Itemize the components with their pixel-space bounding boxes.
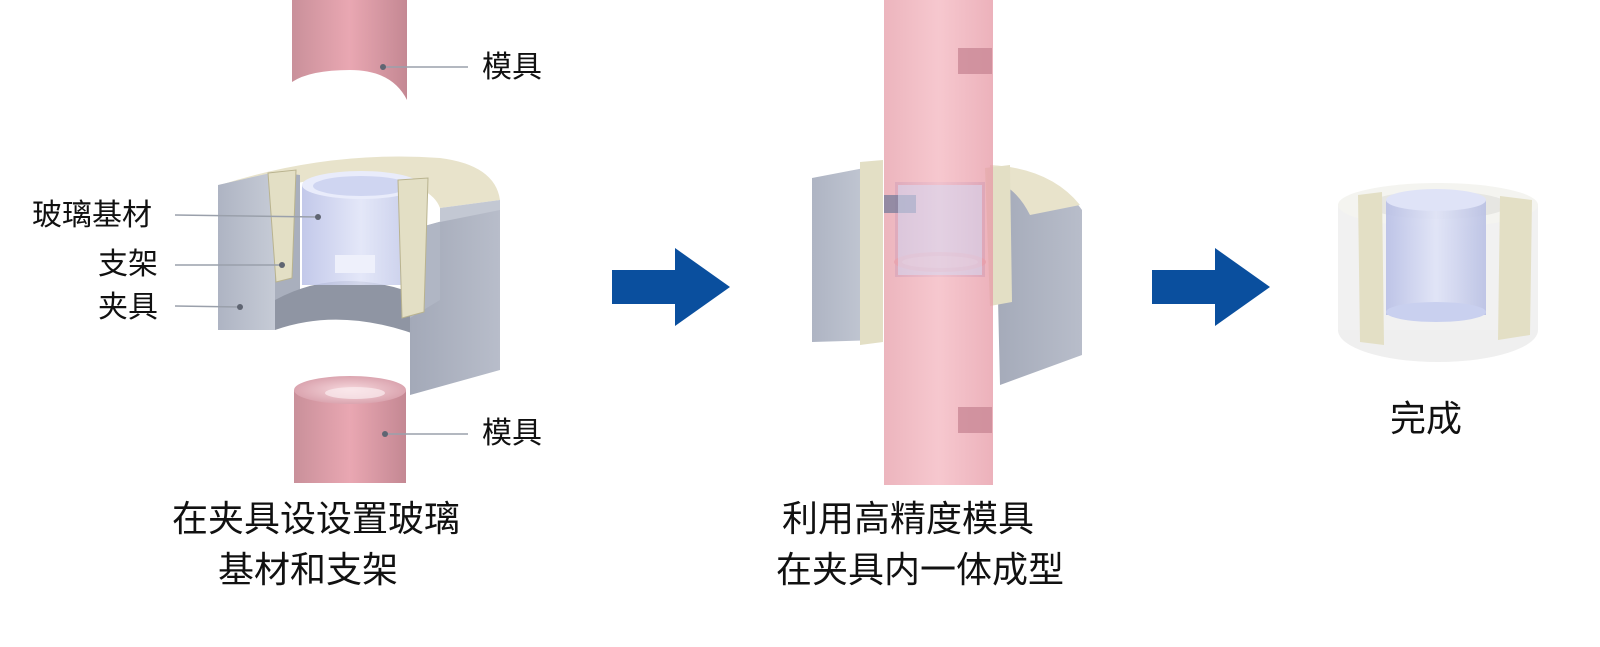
stage-2-caption-line-1: 利用高精度模具	[782, 499, 1035, 540]
label-fixture: 夹具	[98, 290, 158, 325]
stage-1-caption-line-1: 在夹具设设置玻璃	[172, 499, 461, 540]
label-glass-substrate: 玻璃基材	[32, 198, 152, 233]
stage-1-caption-line-2: 基材和支架	[218, 550, 399, 591]
upper-mold	[292, 0, 407, 100]
right-arrow-icon	[1152, 248, 1270, 326]
stage-3-illustration	[1338, 183, 1538, 362]
label-lower-mold: 模具	[482, 416, 542, 451]
label-upper-mold: 模具	[482, 50, 542, 85]
right-arrow-icon	[612, 248, 730, 326]
stage-3-label: 完成	[1390, 399, 1463, 440]
label-holder: 支架	[98, 247, 158, 282]
leader-lines	[174, 66, 468, 435]
holder	[267, 169, 429, 319]
stage-2-illustration	[812, 0, 1082, 485]
stage-2-caption-line-2: 在夹具内一体成型	[776, 550, 1065, 591]
lower-mold	[294, 376, 406, 483]
